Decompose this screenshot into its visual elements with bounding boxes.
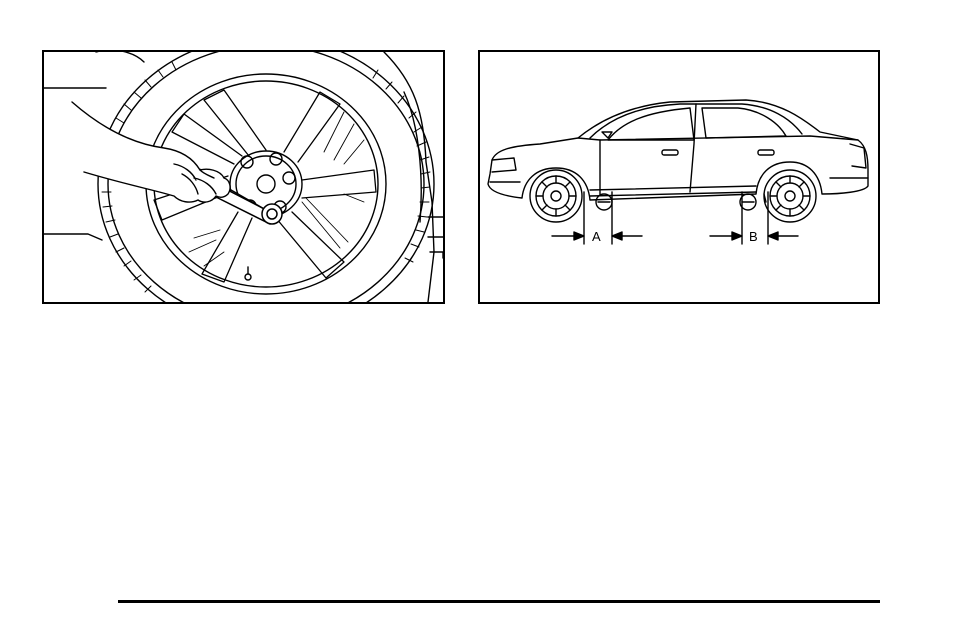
door-handle-front <box>662 150 678 155</box>
callout-a: A <box>592 229 601 244</box>
page-footer-rule <box>118 600 880 603</box>
wheel-nut-illustration <box>42 50 445 304</box>
hand <box>72 102 230 202</box>
rear-wheel <box>764 170 816 222</box>
callout-b: B <box>749 229 758 244</box>
front-wheel <box>530 170 582 222</box>
jacking-points-illustration: A B <box>478 50 880 304</box>
valve-stem <box>245 274 251 280</box>
wheel-drawing <box>44 52 443 302</box>
door-handle-rear <box>758 150 774 155</box>
car-drawing: A B <box>480 52 878 302</box>
